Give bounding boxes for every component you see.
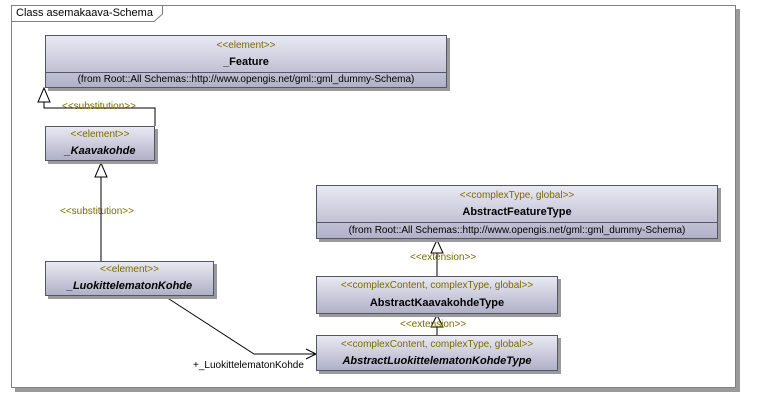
class-abstract-kaavakohde-type-stereotype: <<complexContent, complexType, global>> [340,280,534,291]
class-abstract-feature-type-namespace: (from Root::All Schemas::http://www.open… [348,225,686,236]
substitution-label-kaavakohde: <<substitution>> [60,206,134,217]
class-feature[interactable]: <<element>> _Feature (from Root::All Sch… [45,35,447,88]
frame-title-tab [11,5,163,22]
class-kaavakohde-name: _Kaavakohde [64,145,136,157]
substitution-label-feature: <<substitution>> [62,101,136,112]
class-feature-namespace: (from Root::All Schemas::http://www.open… [77,74,415,85]
class-abstract-luokittelematon-kohde-type[interactable]: <<complexContent, complexType, global>> … [316,335,558,371]
class-luokittelematon-kohde-stereotype: <<element>> [100,264,159,275]
association-role-label: +_LuokittelematonKohde [193,360,304,371]
class-abstract-luokittelematon-kohde-type-name: AbstractLuokittelematonKohdeType [342,355,532,367]
class-feature-stereotype: <<element>> [216,40,276,51]
class-luokittelematon-kohde[interactable]: <<element>> _LuokittelematonKohde [45,261,214,296]
association-line [165,296,316,355]
extension-label-kaavakohdetype: <<extension>> [400,319,467,330]
diagram-title: Class asemakaava-Schema [16,7,153,19]
frame-shadow-right [736,9,740,392]
substitution-arrowhead-kaavakohde [94,161,108,178]
class-abstract-kaavakohde-type-name: AbstractKaavakohdeType [369,297,505,309]
substitution-arrowhead-feature [37,86,51,103]
class-luokittelematon-kohde-name: _LuokittelematonKohde [66,280,193,292]
extension-arrowhead-featuretype [430,238,444,254]
class-abstract-feature-type-name: AbstractFeatureType [462,206,572,218]
class-abstract-kaavakohde-type[interactable]: <<complexContent, complexType, global>> … [316,276,558,314]
class-feature-separator [46,72,446,73]
class-kaavakohde-stereotype: <<element>> [70,129,130,140]
class-abstract-feature-type-stereotype: <<complexType, global>> [459,190,575,201]
extension-arrowhead-kaavakohdetype [430,313,444,328]
class-kaavakohde[interactable]: <<element>> _Kaavakohde [45,126,155,161]
class-abstract-luokittelematon-kohde-type-stereotype: <<complexContent, complexType, global>> [340,339,534,350]
class-abstract-feature-type[interactable]: <<complexType, global>> AbstractFeatureT… [316,185,718,239]
class-abstract-feature-type-separator [317,222,717,223]
class-feature-name: _Feature [223,56,269,68]
extension-label-featuretype: <<extension>> [410,252,477,263]
frame-shadow-bottom [15,388,740,392]
